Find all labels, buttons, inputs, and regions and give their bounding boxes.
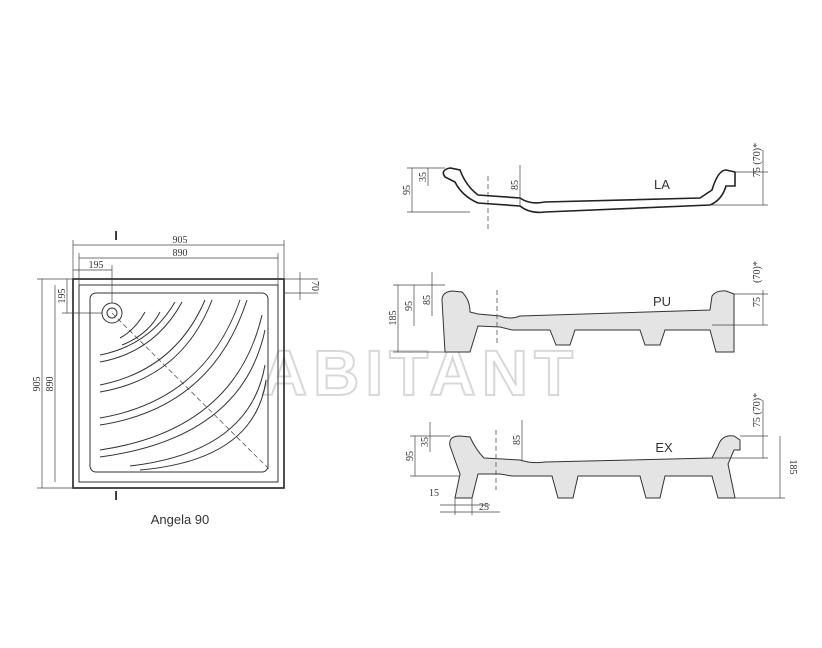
- pu-label: PU: [653, 294, 671, 309]
- pu-dim-right-top: (70)*: [752, 261, 763, 283]
- dim-drain-offset-y: 195: [57, 289, 68, 304]
- dim-rim: 70: [309, 281, 320, 291]
- watermark: ABITANT: [261, 337, 579, 409]
- tray-ribs: [99, 299, 267, 471]
- ex-label: EX: [655, 440, 673, 455]
- pu-dim-right: 75: [752, 297, 763, 307]
- pu-dim-total: 185: [388, 311, 399, 326]
- la-dim-drain: 85: [510, 180, 521, 190]
- drain-inner: [106, 307, 118, 319]
- dim-inner-width: 890: [173, 248, 188, 259]
- pu-dim-height: 95: [404, 301, 415, 311]
- pu-dim-drain: 85: [422, 295, 433, 305]
- la-profile: [442, 167, 736, 214]
- pu-body: [441, 290, 735, 353]
- tray-inner-rim: [78, 284, 279, 483]
- ex-dim-foot: 15: [429, 488, 439, 499]
- ex-dim-right-top: 75 (70)*: [752, 393, 763, 427]
- ex-dim-rim: 35: [420, 437, 431, 447]
- diagonal-axis: [111, 312, 271, 471]
- section-mark-top: I: [114, 228, 118, 243]
- section-ex: EX 95 35 85 75 (70)* 185 15 25: [405, 393, 798, 515]
- dim-outer-height: 905: [32, 377, 43, 392]
- la-dim-rim: 35: [418, 172, 429, 182]
- plan-caption: Angela 90: [151, 512, 210, 527]
- section-la: LA 95 35 85 75 (70)*: [402, 143, 768, 230]
- ex-dim-foot2: 25: [479, 502, 489, 513]
- ex-body: [449, 435, 741, 499]
- dim-drain-offset-x: 195: [89, 260, 104, 271]
- la-dim-height: 95: [402, 185, 413, 195]
- tray-outer-outline: [72, 278, 285, 489]
- dim-outer-width: 905: [173, 235, 188, 246]
- plan-view: 905 890 195 70 905 890 195 I I Angela 90: [32, 228, 320, 527]
- la-label: LA: [654, 177, 670, 192]
- tray-basin: [89, 292, 269, 473]
- section-pu: PU 185 95 85 (70)* 75: [388, 261, 768, 353]
- dim-inner-height: 890: [45, 377, 56, 392]
- ex-dim-total: 185: [787, 460, 798, 475]
- ex-dim-height: 95: [405, 451, 416, 461]
- section-mark-bottom: I: [114, 488, 118, 503]
- la-dim-right: 75 (70)*: [752, 143, 763, 177]
- ex-dim-drain: 85: [512, 435, 523, 445]
